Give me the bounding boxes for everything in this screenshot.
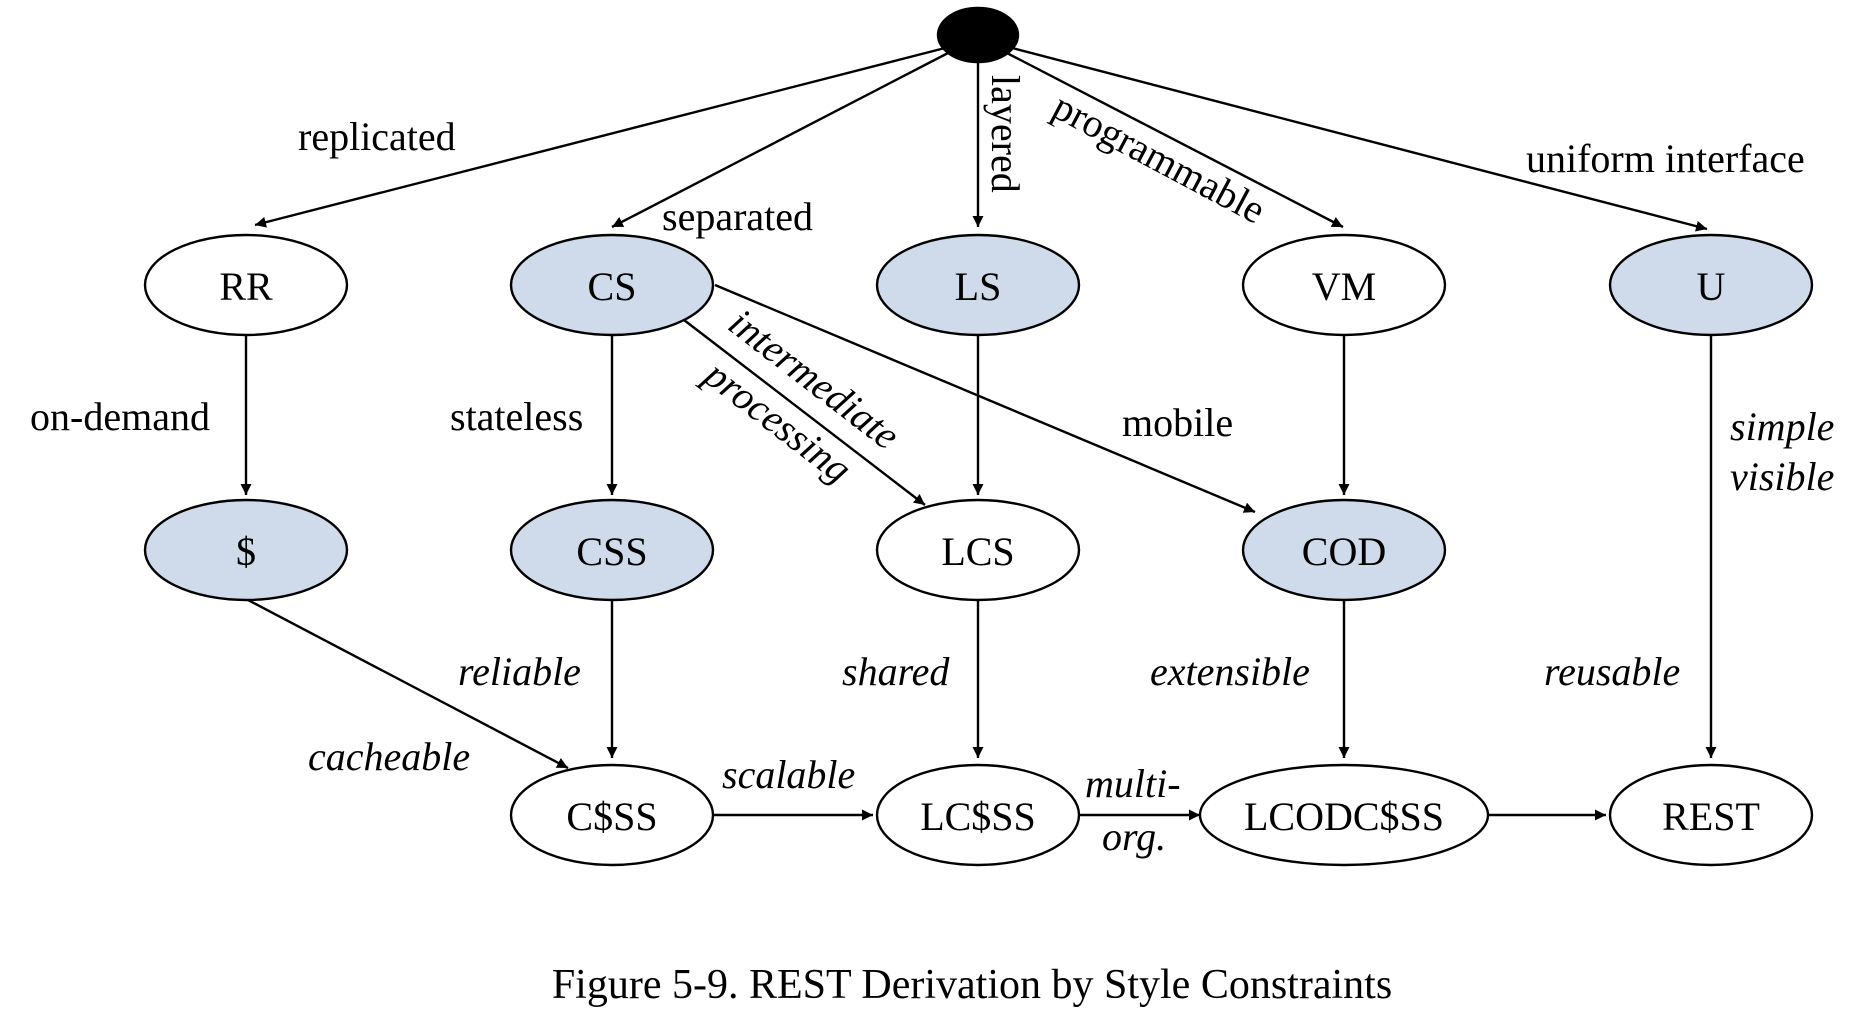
edge-root-cs xyxy=(611,50,951,229)
node-cache xyxy=(143,498,349,602)
node-ls-label: LS xyxy=(955,264,1002,309)
label-on-demand: on-demand xyxy=(30,394,210,439)
label-separated: separated xyxy=(662,194,813,239)
label-mobile: mobile xyxy=(1122,400,1233,445)
node-lcs-label: LCS xyxy=(941,529,1014,574)
edge-root-u xyxy=(1011,46,1708,232)
edge-cs-cod xyxy=(714,283,1256,514)
label-org: org. xyxy=(1102,814,1166,859)
edge-cache-ccss xyxy=(247,598,569,770)
label-shared: shared xyxy=(842,649,950,694)
node-css xyxy=(509,498,715,602)
node-cs xyxy=(509,233,715,337)
node-rr xyxy=(143,233,349,337)
label-reusable: reusable xyxy=(1544,649,1680,694)
node-u xyxy=(1608,233,1814,337)
node-u-label: U xyxy=(1697,264,1726,309)
node-cod-label: COD xyxy=(1302,529,1386,574)
node-lcodccss-label: LCODC$SS xyxy=(1244,794,1444,839)
label-uniform-interface: uniform interface xyxy=(1526,136,1805,181)
node-vm xyxy=(1241,233,1447,337)
edge-root-rr xyxy=(254,46,946,228)
label-reliable: reliable xyxy=(458,649,581,694)
label-stateless: stateless xyxy=(450,394,583,439)
label-extensible: extensible xyxy=(1150,649,1310,694)
label-programmable: programmable xyxy=(1046,83,1273,232)
node-lcs xyxy=(875,498,1081,602)
edge-cs-lcs xyxy=(683,319,926,506)
label-multi: multi- xyxy=(1085,761,1181,806)
edge-root-vm xyxy=(1004,50,1344,229)
node-vm-label: VM xyxy=(1312,264,1376,309)
node-rest xyxy=(1608,763,1814,867)
label-replicated: replicated xyxy=(298,114,456,159)
root-node xyxy=(936,6,1020,64)
label-scalable: scalable xyxy=(722,752,855,797)
figure-caption: Figure 5-9. REST Derivation by Style Con… xyxy=(552,962,1392,1008)
label-simple: simple xyxy=(1730,404,1834,449)
node-ccss xyxy=(509,763,715,867)
label-visible: visible xyxy=(1730,454,1834,499)
nodes: RR CS LS VM U $ CSS LCS COD C$SS LC$SS L… xyxy=(143,6,1814,867)
node-cod xyxy=(1241,498,1447,602)
node-lccss xyxy=(875,763,1081,867)
node-rr-label: RR xyxy=(219,264,273,309)
node-rest-label: REST xyxy=(1662,794,1760,839)
label-layered: layered xyxy=(983,75,1028,193)
node-cache-label: $ xyxy=(236,529,256,574)
edges xyxy=(240,46,1717,821)
node-css-label: CSS xyxy=(576,529,647,574)
node-lcodccss xyxy=(1198,763,1490,867)
node-ccss-label: C$SS xyxy=(566,794,657,839)
node-cs-label: CS xyxy=(588,264,637,309)
label-cacheable: cacheable xyxy=(308,734,470,779)
node-lccss-label: LC$SS xyxy=(920,794,1036,839)
node-ls xyxy=(875,233,1081,337)
